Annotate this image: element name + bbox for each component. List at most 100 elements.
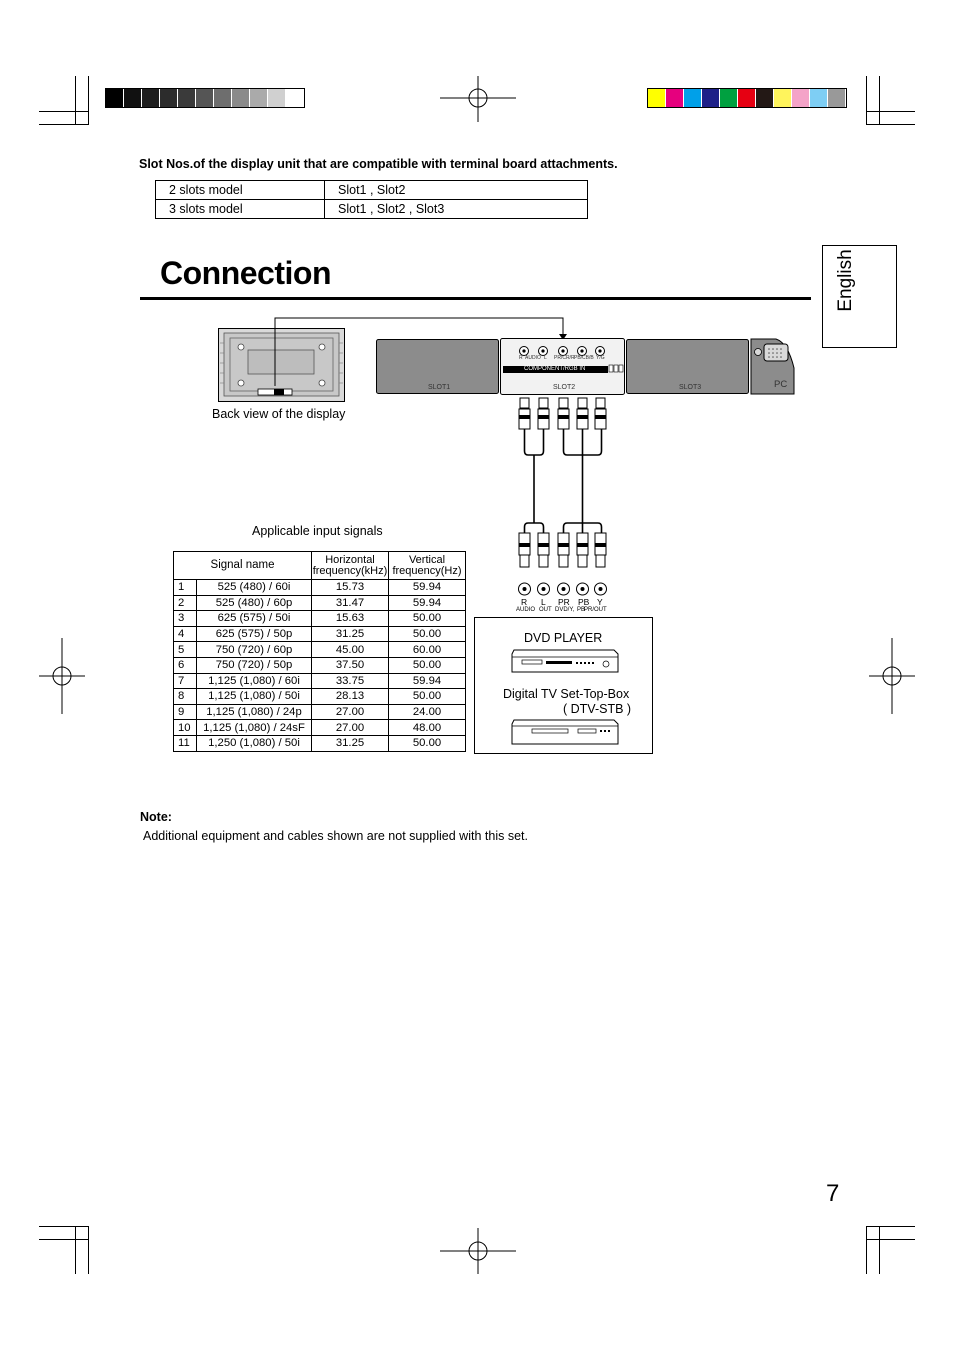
display-back-view [218,328,345,402]
signal-name-cell: 525 (480) / 60p [196,594,312,612]
horizontal-frequency-cell: 37.50 [311,656,389,674]
header-line: Horizontal [325,553,375,566]
color-swatch [774,89,792,107]
header-line: Vertical [408,553,446,566]
jack-label-y: Y [597,597,603,607]
signal-name-cell: 1,250 (1,080) / 50i [196,734,312,752]
signal-number-cell: 8 [173,688,197,705]
input-signals-table: Signal name Horizontal frequency(kHz) Ve… [173,551,466,752]
slots-table: 2 slots model Slot1 , Slot2 3 slots mode… [155,180,588,219]
color-swatch [232,89,250,107]
color-swatch [648,89,666,107]
color-swatch [720,89,738,107]
board-port-label: R [519,355,523,361]
registration-mark-left [39,638,85,714]
back-view-label: Back view of the display [212,407,346,421]
note-text: Additional equipment and cables shown ar… [143,829,528,843]
signal-number-cell: 5 [173,641,197,658]
board-port-label: PB/CB/B [574,355,594,361]
signal-number-cell: 7 [173,672,197,690]
header-line: frequency(kHz) [312,564,388,577]
color-swatch [196,89,214,107]
signal-name-cell: 525 (480) / 60i [196,579,312,596]
page-number: 7 [826,1180,840,1207]
set-top-box-icon [511,719,619,745]
dvd-player-icon [511,649,619,673]
signal-name-header: Signal name [173,551,312,580]
slot-leader-line [274,317,567,386]
signal-name-cell: 750 (720) / 50p [196,656,312,674]
horizontal-frequency-cell: 15.73 [311,579,389,596]
vertical-frequency-cell: 59.94 [388,579,466,596]
color-swatch [214,89,232,107]
color-swatch [142,89,160,107]
signal-name-cell: 625 (575) / 50p [196,625,312,643]
language-tab-label: English [835,249,856,312]
signal-name-cell: 1,125 (1,080) / 24sF [196,719,312,736]
jack-sublabel: OUT [539,607,552,613]
jack-sublabel: DVD/Y, [555,607,575,613]
horizontal-frequency-cell: 27.00 [311,719,389,736]
stb-label-line2: ( DTV-STB ) [563,702,632,716]
color-swatch [810,89,828,107]
horizontal-frequency-cell: 31.25 [311,734,389,752]
color-swatch [702,89,720,107]
color-swatch [268,89,286,107]
horizontal-frequency-cell: 28.13 [311,688,389,705]
color-swatch [738,89,756,107]
stb-label-line1: Digital TV Set-Top-Box [503,687,630,701]
vertical-frequency-cell: 48.00 [388,719,466,736]
slot-model-cell: 3 slots model [155,199,325,219]
language-tab: English [822,245,897,348]
vertical-frequency-cell: 59.94 [388,594,466,612]
board-port-label: PR/CR/R [554,355,575,361]
color-swatch [160,89,178,107]
title-rule [140,297,811,300]
jack-label-pb: PB [578,597,590,607]
slot2-label: SLOT2 [553,384,576,391]
signal-number-cell: 11 [173,734,197,752]
signals-caption: Applicable input signals [252,524,383,538]
color-swatch [684,89,702,107]
signal-name-cell: 1,125 (1,080) / 60i [196,672,312,690]
vertical-frequency-cell: 50.00 [388,688,466,705]
vertical-frequency-cell: 50.00 [388,734,466,752]
slot3-label: SLOT3 [679,384,702,391]
table-row: 2 slots model Slot1 , Slot2 [155,180,588,200]
pc-port-label: PC [774,379,788,390]
grayscale-calibration-bar [105,88,305,108]
vertical-frequency-cell: 50.00 [388,625,466,643]
color-swatch [756,89,774,107]
jack-label-l: L [541,597,546,607]
horizontal-frequency-cell: 27.00 [311,703,389,721]
jack-sublabel: AUDIO [516,607,536,613]
source-devices-box: DVD PLAYER Digital TV Set-Top-Box ( DTV-… [474,617,653,754]
color-swatch [792,89,810,107]
slot-model-cell: 2 slots model [155,180,325,200]
jack-sublabel: PB [577,607,586,613]
horizontal-frequency-cell: 45.00 [311,641,389,658]
color-swatch [106,89,124,107]
slot1-label: SLOT1 [428,384,451,391]
board-strip-label: COMPONENT/RGB IN [524,365,586,372]
signal-number-cell: 1 [173,579,197,596]
vertical-frequency-cell: 50.00 [388,656,466,674]
slot-list-cell: Slot1 , Slot2 , Slot3 [324,199,588,219]
horizontal-frequency-cell: 31.47 [311,594,389,612]
signal-number-cell: 6 [173,656,197,674]
signal-number-cell: 2 [173,594,197,612]
signal-number-cell: 3 [173,610,197,627]
dvd-player-label: DVD PLAYER [524,631,603,645]
terminal-board [376,338,795,395]
color-swatch [124,89,142,107]
